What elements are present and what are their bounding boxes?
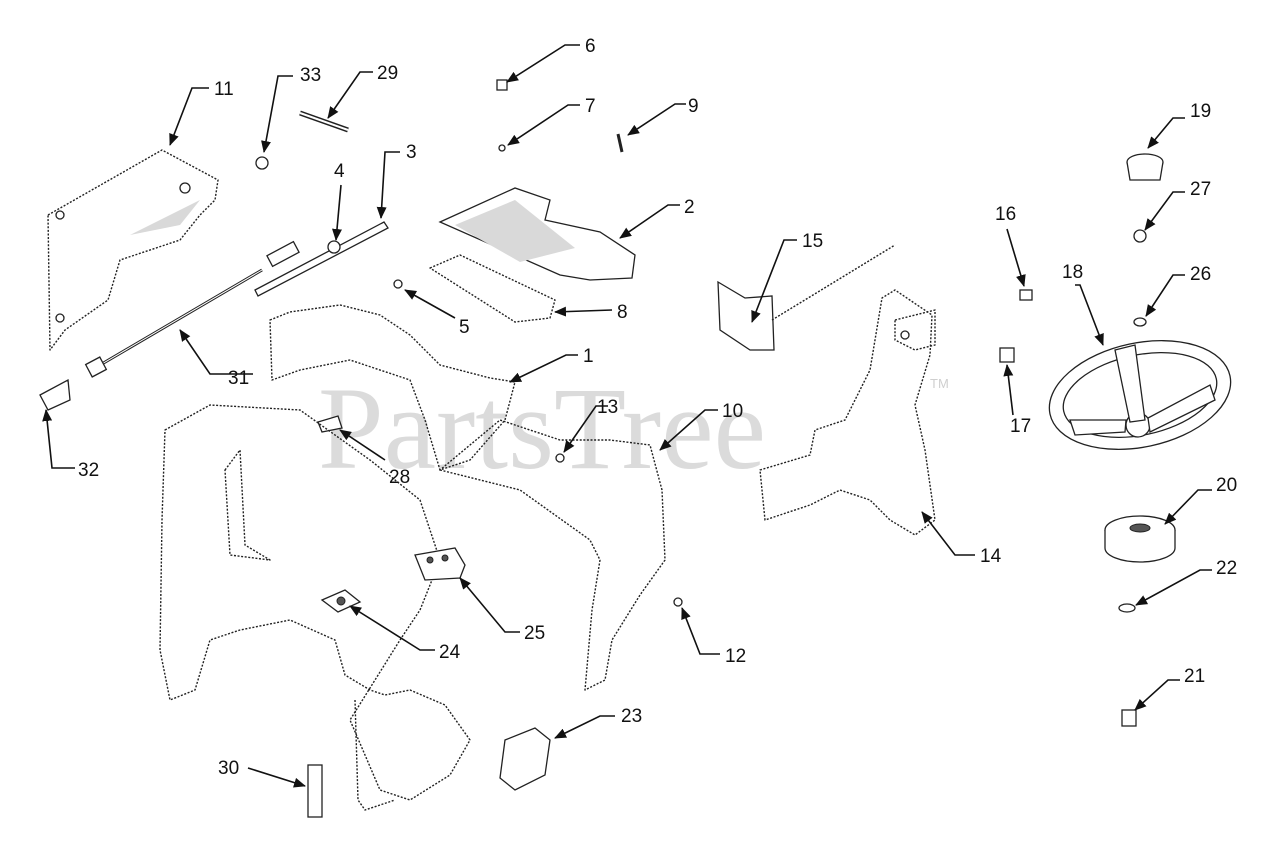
- callout-15: 15: [802, 231, 823, 252]
- callout-24: 24: [439, 642, 461, 663]
- part-3-rod: [254, 221, 389, 297]
- part-12-screw: [673, 597, 683, 607]
- callout-31: 31: [228, 368, 249, 389]
- watermark-trademark: TM: [930, 376, 949, 391]
- callout-20: 20: [1216, 475, 1237, 496]
- callout-3: 3: [406, 142, 417, 163]
- leader-lines: [42, 44, 1212, 788]
- callout-14: 14: [980, 546, 1002, 567]
- part-31-cable: [84, 240, 300, 378]
- callout-26: 26: [1190, 264, 1211, 285]
- callout-21: 21: [1184, 666, 1205, 687]
- callout-25: 25: [524, 623, 545, 644]
- callout-27: 27: [1190, 179, 1211, 200]
- part-7-nut: [498, 144, 506, 152]
- callout-labels: 1 2 3 4 5 6 7 8 9 10 11 12 13 14 15 16 1…: [78, 36, 1237, 779]
- frame-body: [159, 404, 471, 811]
- part-33-nut: [255, 156, 269, 170]
- callout-23: 23: [621, 706, 642, 727]
- part-9-pin: [616, 133, 624, 153]
- callout-22: 22: [1216, 558, 1237, 579]
- part-18-steering-wheel: [1048, 340, 1232, 450]
- callout-30: 30: [218, 758, 239, 779]
- callout-18: 18: [1062, 262, 1083, 283]
- part-22-washer: [1118, 603, 1136, 613]
- part-24-grommet: [320, 589, 362, 613]
- callout-13: 13: [597, 397, 618, 418]
- part-20-hub: [1104, 515, 1176, 563]
- callout-10: 10: [722, 401, 743, 422]
- part-10-front-hood: [439, 419, 666, 691]
- callout-32: 32: [78, 460, 99, 481]
- callout-2: 2: [684, 197, 695, 218]
- part-4-clip: [327, 240, 341, 254]
- part-32-bracket: [39, 378, 71, 411]
- callout-6: 6: [585, 36, 596, 57]
- part-14-column-cover: [759, 289, 936, 536]
- part-30-post: [307, 764, 323, 818]
- part-28-clip: [317, 415, 343, 433]
- part-16-bolt: [1019, 289, 1033, 301]
- part-17-bolt: [999, 347, 1015, 363]
- callout-19: 19: [1190, 101, 1211, 122]
- part-5-screw: [393, 279, 403, 289]
- callout-1: 1: [583, 346, 594, 367]
- callout-4: 4: [334, 161, 345, 182]
- part-23-cover: [499, 727, 551, 791]
- watermark-text: PartsTree: [318, 363, 766, 494]
- callout-16: 16: [995, 204, 1016, 225]
- callout-28: 28: [389, 467, 410, 488]
- part-25-bracket: [414, 547, 466, 581]
- callout-33: 33: [300, 65, 321, 86]
- callout-7: 7: [585, 96, 596, 117]
- part-11-side-panel: [47, 149, 219, 351]
- part-13-screw: [555, 453, 565, 463]
- part-6-bolt: [496, 79, 508, 91]
- callout-29: 29: [377, 63, 398, 84]
- part-2-dash-panel: [438, 187, 636, 281]
- callout-5: 5: [459, 317, 470, 338]
- part-29-pin: [299, 110, 349, 133]
- callout-11: 11: [214, 79, 234, 100]
- callout-9: 9: [688, 96, 699, 117]
- part-27-nut: [1133, 229, 1147, 243]
- callout-17: 17: [1010, 416, 1031, 437]
- part-19-cap: [1126, 153, 1164, 181]
- part-26-washer: [1133, 317, 1147, 327]
- part-15-column-bracket: [717, 244, 896, 351]
- part-21-bolt: [1121, 709, 1137, 727]
- callout-8: 8: [617, 302, 628, 323]
- callout-12: 12: [725, 646, 746, 667]
